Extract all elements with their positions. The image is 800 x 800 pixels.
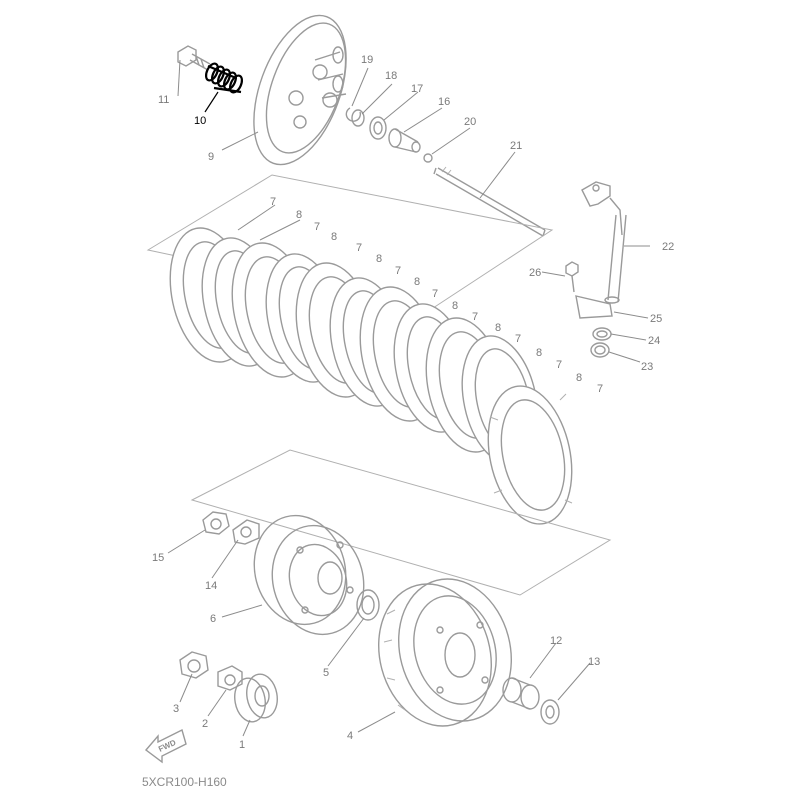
callout-7-c: 7 xyxy=(356,242,362,254)
spring-part-10[interactable] xyxy=(204,62,245,95)
plate-stack[interactable] xyxy=(159,221,584,532)
callout-15: 15 xyxy=(152,552,164,564)
callout-22: 22 xyxy=(662,241,674,253)
callout-16: 16 xyxy=(438,96,450,108)
lock-washer-part-2[interactable] xyxy=(217,665,243,691)
callout-17: 17 xyxy=(411,83,423,95)
callout-4: 4 xyxy=(347,730,353,742)
bolt-part-26[interactable] xyxy=(565,261,579,293)
lock-washer-part-14[interactable] xyxy=(232,519,260,545)
callout-13: 13 xyxy=(588,656,600,668)
nut-part-15[interactable] xyxy=(202,511,230,535)
callout-23: 23 xyxy=(641,361,653,373)
bolt-part-11[interactable] xyxy=(177,45,211,71)
callout-20: 20 xyxy=(464,116,476,128)
plate-part-25[interactable] xyxy=(575,295,613,319)
callout-9: 9 xyxy=(208,151,214,163)
spacer-part-12[interactable] xyxy=(502,677,540,710)
callout-18: 18 xyxy=(385,70,397,82)
callout-3: 3 xyxy=(173,703,179,715)
callout-19: 19 xyxy=(361,54,373,66)
fwd-arrow-icon: FWD xyxy=(144,728,187,764)
push-rod-1-part-16[interactable] xyxy=(388,128,421,153)
drawing-code: 5XCR100-H160 xyxy=(142,775,227,789)
callout-labels: 1 2 3 4 5 6 7 8 7 8 7 8 7 8 7 8 7 8 7 8 … xyxy=(152,54,674,751)
pressure-plate-part-9[interactable] xyxy=(236,3,365,177)
callout-1: 1 xyxy=(239,739,245,751)
leader-lines xyxy=(167,59,650,737)
callout-11: 11 xyxy=(158,94,169,106)
callout-7-g: 7 xyxy=(515,333,521,345)
callout-8-c: 8 xyxy=(376,253,382,265)
callout-7-h: 7 xyxy=(556,359,562,371)
bearing-part-23[interactable] xyxy=(590,342,610,358)
callout-8-b: 8 xyxy=(331,231,337,243)
clutch-housing-part-4[interactable] xyxy=(363,566,527,739)
callout-21: 21 xyxy=(510,140,522,152)
callout-6: 6 xyxy=(210,613,216,625)
callout-8-g: 8 xyxy=(536,347,542,359)
callout-8-d: 8 xyxy=(414,276,420,288)
callout-7-d: 7 xyxy=(395,265,401,277)
oil-seal-part-24[interactable] xyxy=(592,327,612,341)
washer-part-13[interactable] xyxy=(540,699,560,725)
nut-part-3[interactable] xyxy=(179,651,209,679)
circlip-part-19[interactable] xyxy=(345,107,362,122)
callout-7-e: 7 xyxy=(432,288,438,300)
friction-plate-part-7 xyxy=(487,385,573,525)
callout-7-f: 7 xyxy=(472,311,478,323)
push-lever-shaft-part-22[interactable] xyxy=(581,181,627,304)
callout-25: 25 xyxy=(650,313,662,325)
callout-7-b: 7 xyxy=(314,221,320,233)
callout-8-f: 8 xyxy=(495,322,501,334)
callout-2: 2 xyxy=(202,718,208,730)
callout-26: 26 xyxy=(529,267,541,279)
hub-frame xyxy=(190,449,612,596)
ball-part-20[interactable] xyxy=(423,153,433,163)
washer-part-18[interactable] xyxy=(351,109,365,127)
push-rod-2-part-21[interactable] xyxy=(433,166,546,237)
callout-12: 12 xyxy=(550,635,562,647)
callout-8-a: 8 xyxy=(296,209,302,221)
callout-7-i: 7 xyxy=(597,383,603,395)
primary-drive-gear-part-1[interactable] xyxy=(231,672,280,725)
thrust-washer-part-5[interactable] xyxy=(356,589,380,621)
callout-7-a: 7 xyxy=(270,196,276,208)
clutch-boss-part-6[interactable] xyxy=(242,505,375,645)
bearing-part-17[interactable] xyxy=(369,116,387,140)
callout-8-e: 8 xyxy=(452,300,458,312)
callout-24: 24 xyxy=(648,335,660,347)
callout-14: 14 xyxy=(205,580,217,592)
callout-8-h: 8 xyxy=(576,372,582,384)
callout-5: 5 xyxy=(323,667,329,679)
callout-10: 10 xyxy=(194,115,206,127)
